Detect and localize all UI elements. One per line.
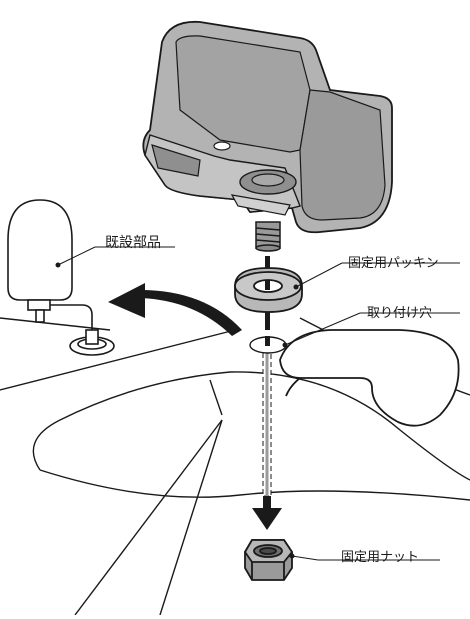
install-arrow — [252, 496, 282, 530]
mounting-hole-label: 取り付け穴 — [367, 306, 433, 321]
dispenser-tank — [142, 20, 393, 234]
tank-thread — [255, 221, 281, 252]
faucet — [279, 329, 460, 427]
fixing-nut-label: 固定用ナット — [341, 550, 420, 565]
fixing-packing-label: 固定用パッキン — [348, 256, 439, 271]
packing-leader — [295, 262, 343, 288]
sink-basin-rim — [32, 371, 470, 481]
existing-parts-label: 既設部品 — [105, 235, 161, 251]
drain-line-left — [74, 419, 223, 616]
nut-leader — [291, 555, 319, 561]
remove-arrow — [108, 283, 242, 336]
existing-part-bottle — [7, 199, 115, 356]
existing-part-leader — [57, 246, 96, 266]
fixing-nut — [243, 539, 294, 581]
drain-line-right — [159, 419, 223, 616]
hole-leader — [284, 312, 361, 346]
